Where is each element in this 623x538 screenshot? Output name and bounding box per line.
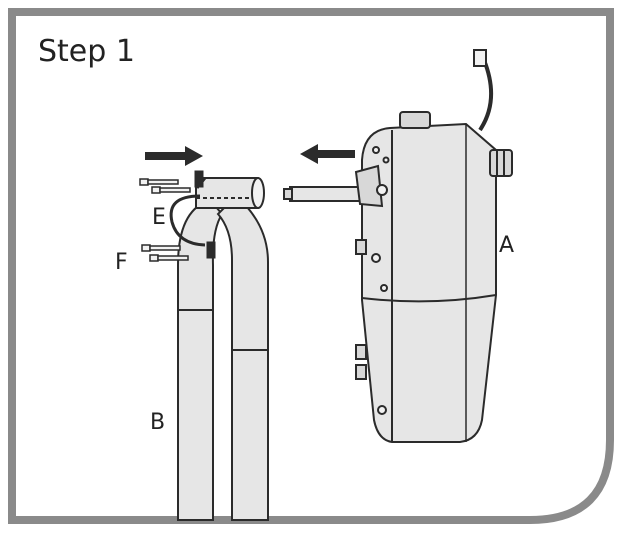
step-title: Step 1	[38, 34, 135, 69]
top-connector	[195, 177, 265, 209]
label-f: F	[115, 250, 128, 275]
label-e: E	[152, 205, 166, 230]
arrow-left-icon	[145, 146, 203, 166]
frame-border	[8, 8, 614, 524]
arrow-left-icon	[300, 144, 355, 164]
label-b: B	[150, 410, 166, 435]
clamp-icon	[169, 170, 216, 259]
label-a: A	[499, 233, 515, 258]
motor-unit	[283, 49, 513, 443]
screw-icon	[141, 244, 189, 262]
screw-icon	[139, 178, 191, 194]
